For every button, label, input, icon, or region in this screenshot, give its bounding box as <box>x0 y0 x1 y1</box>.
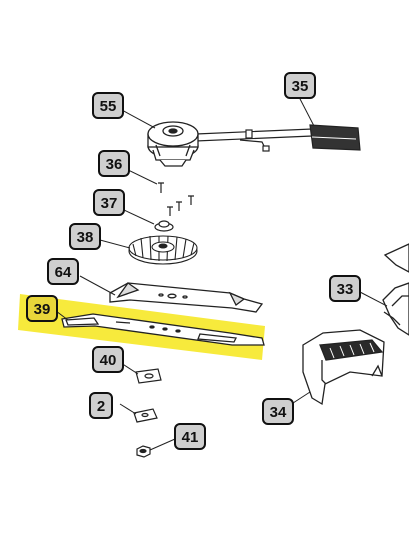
leader-lines <box>55 94 388 451</box>
svg-text:2: 2 <box>97 398 105 415</box>
part-grass-deflector <box>302 329 385 406</box>
part-cable-harness <box>195 124 361 152</box>
svg-text:33: 33 <box>337 281 354 298</box>
callout-39: 39 <box>26 295 58 322</box>
callout-37: 37 <box>93 189 125 216</box>
part-fan <box>128 235 198 265</box>
svg-text:64: 64 <box>55 264 72 281</box>
callout-33: 33 <box>329 275 361 302</box>
part-blade-adapter <box>154 220 174 232</box>
callout-34: 34 <box>262 398 294 425</box>
callout-36: 36 <box>98 150 130 177</box>
part-washer-small <box>133 408 158 423</box>
callout-2: 2 <box>89 392 113 419</box>
callout-41: 41 <box>174 423 206 450</box>
svg-text:36: 36 <box>106 156 123 173</box>
part-blade-upper <box>109 282 264 313</box>
callout-35: 35 <box>284 72 316 99</box>
callout-55: 55 <box>92 92 124 119</box>
callout-40: 40 <box>92 346 124 373</box>
part-motor <box>147 121 199 167</box>
part-blade <box>61 313 265 346</box>
svg-text:35: 35 <box>292 78 309 95</box>
part-screws <box>158 182 194 216</box>
svg-text:37: 37 <box>101 195 118 212</box>
svg-text:55: 55 <box>100 98 117 115</box>
svg-text:39: 39 <box>34 301 51 318</box>
svg-text:34: 34 <box>270 404 287 421</box>
part-housing-right <box>382 243 409 336</box>
svg-text:40: 40 <box>100 352 117 369</box>
callout-38: 38 <box>69 223 101 250</box>
svg-text:38: 38 <box>77 229 94 246</box>
svg-text:41: 41 <box>182 429 199 446</box>
callout-64: 64 <box>47 258 79 285</box>
part-blade-nut <box>136 445 151 458</box>
part-washer <box>135 368 162 384</box>
